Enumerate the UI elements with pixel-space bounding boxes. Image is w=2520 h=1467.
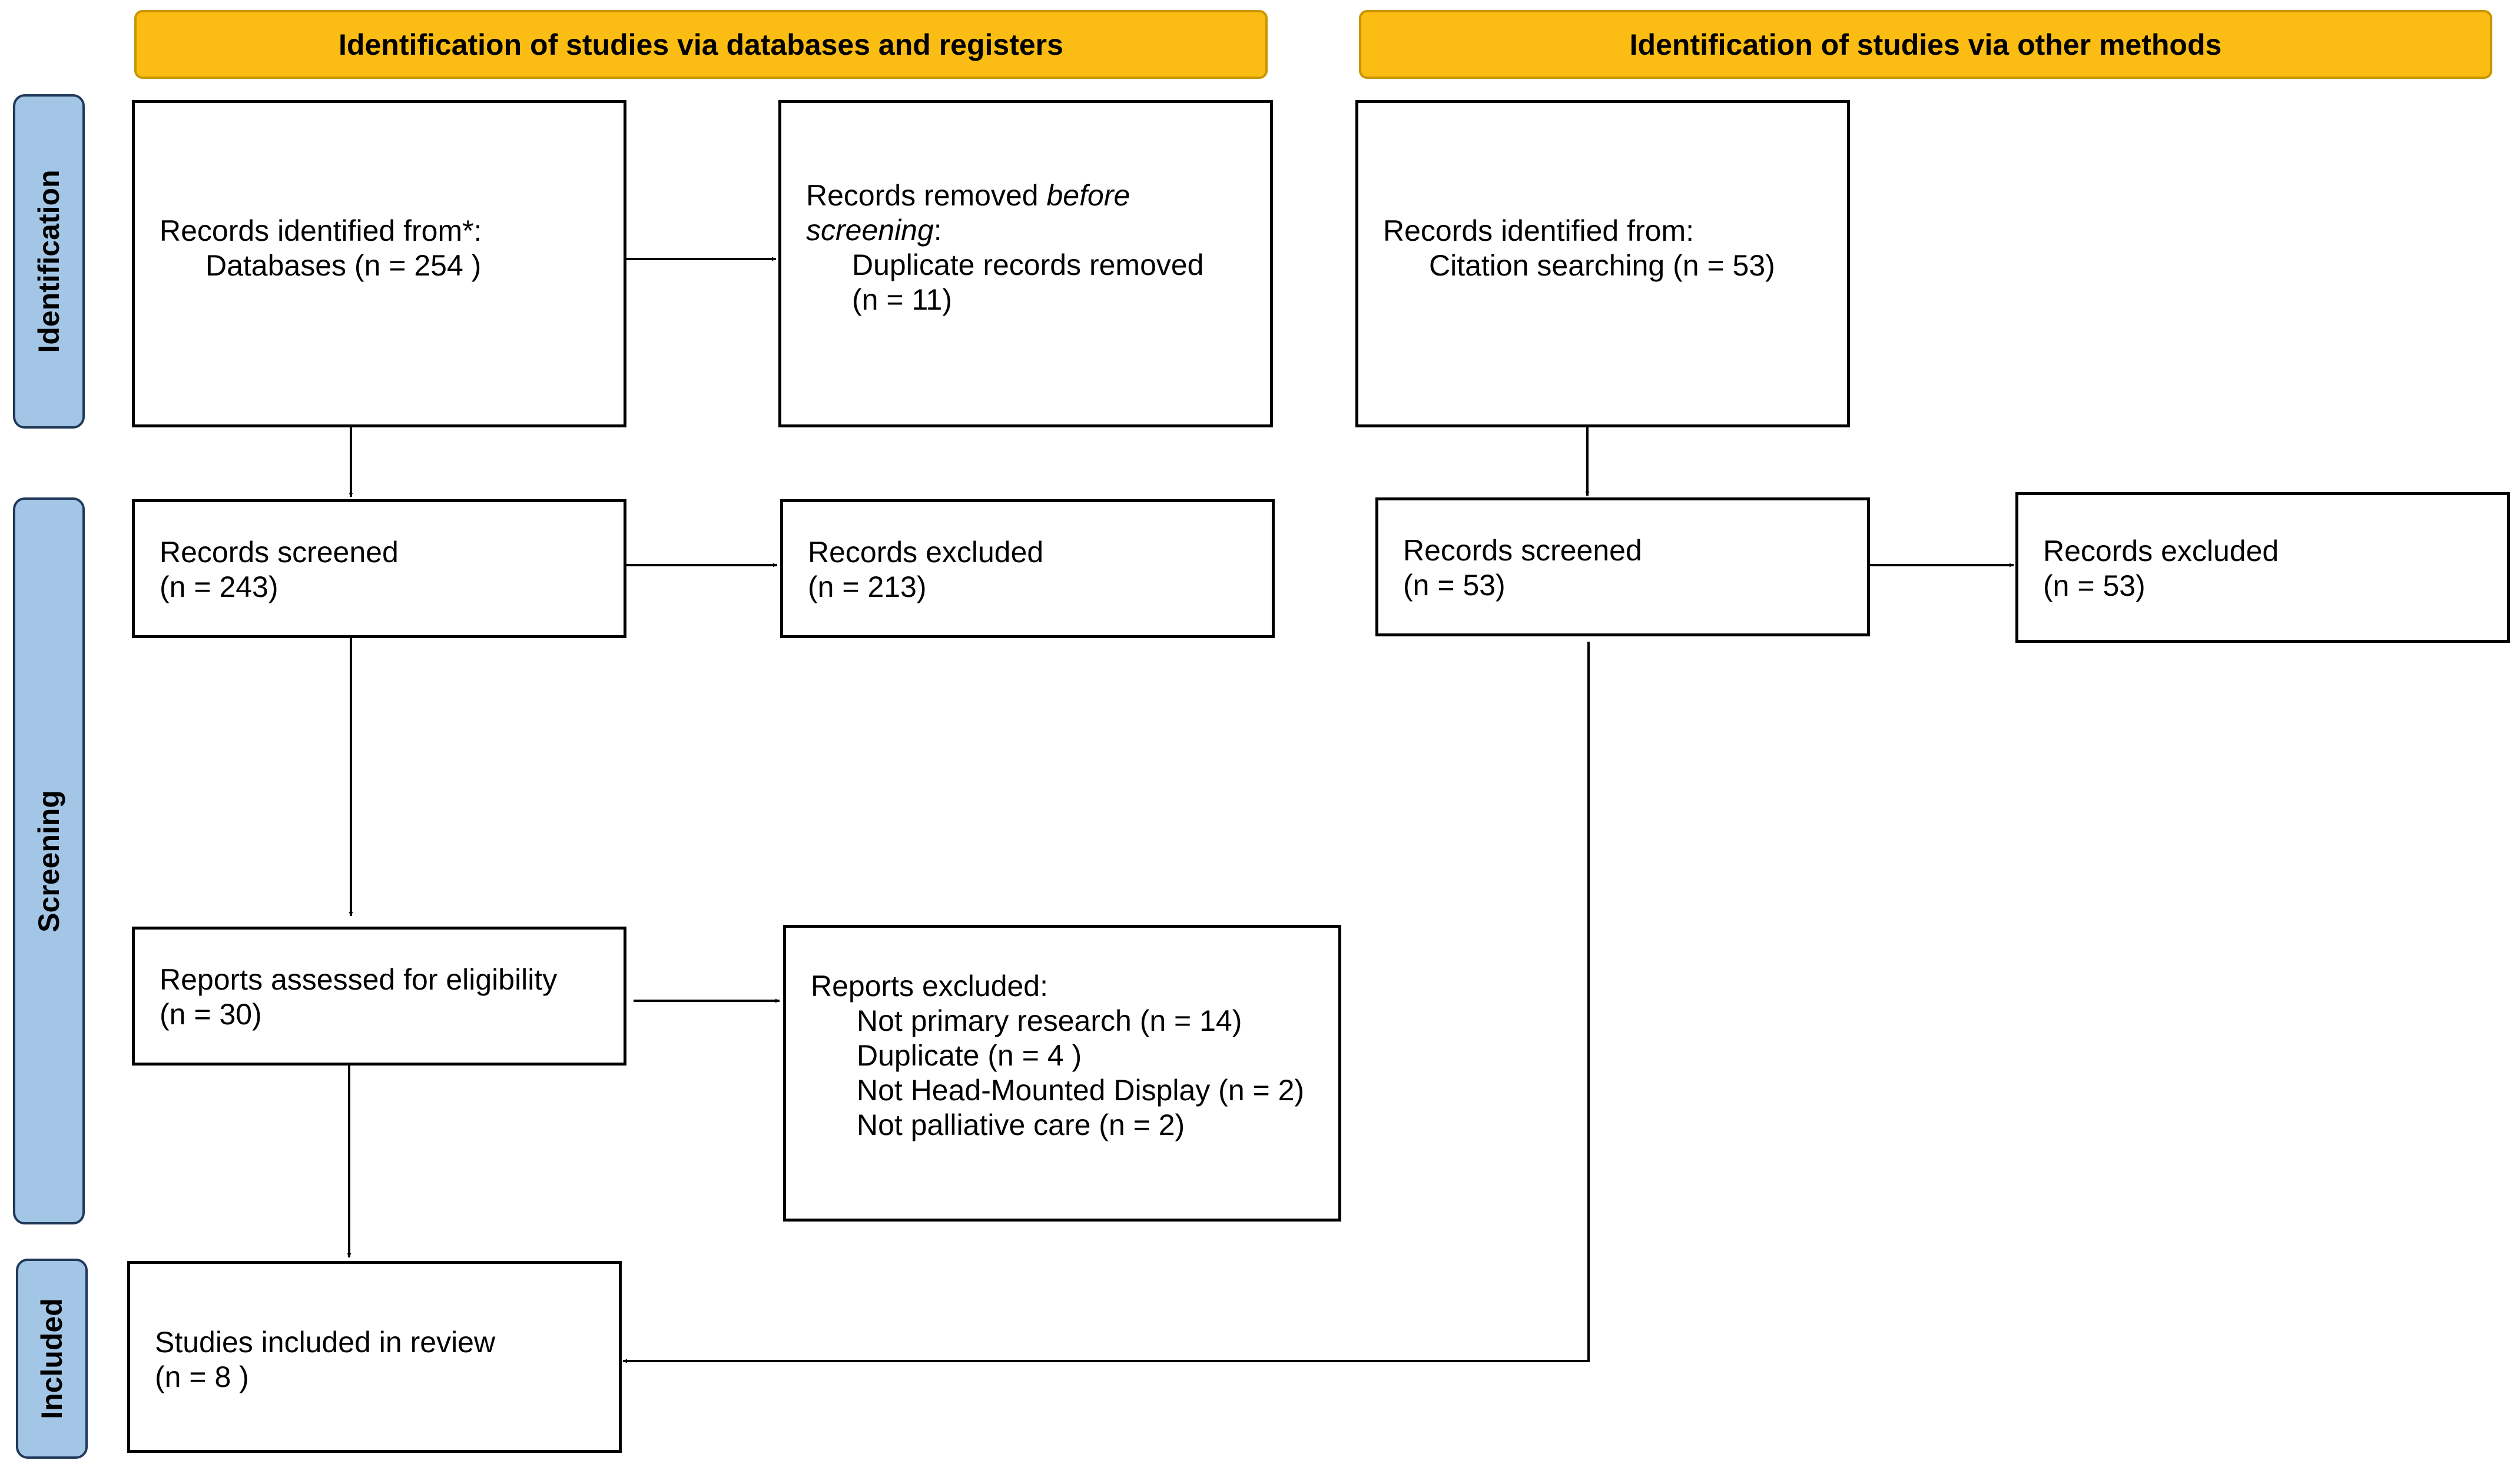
db-removed-title-colon: : [933, 214, 942, 247]
db-excluded-count: (n = 213) [808, 570, 927, 603]
db-identified-title: Records identified from*: [160, 214, 482, 247]
reason-duplicate: Duplicate (n = 4 ) [857, 1039, 1082, 1072]
db-assessed-count: (n = 30) [160, 998, 262, 1031]
db-screened-count: (n = 243) [160, 570, 278, 603]
db-assessed-title: Reports assessed for eligibility [160, 963, 558, 996]
other-records-screened-box: Records screened (n = 53) [1375, 497, 1870, 636]
db-removed-title-before: before [1046, 179, 1130, 212]
other-records-identified-box: Records identified from: Citation search… [1355, 100, 1850, 427]
reason-not-palliative-care: Not palliative care (n = 2) [857, 1108, 1185, 1141]
db-removed-title-a: Records removed [806, 179, 1047, 212]
studies-included-box: Studies included in review (n = 8 ) [127, 1261, 622, 1453]
phase-included: Included [16, 1259, 88, 1459]
other-excluded-count: (n = 53) [2043, 569, 2146, 602]
db-removed-title-line2: screening: [806, 213, 1270, 248]
other-screened-count: (n = 53) [1403, 569, 1506, 602]
arrow-other-screened-to-included [623, 642, 1590, 1363]
other-identified-title: Records identified from: [1383, 214, 1695, 247]
header-databases: Identification of studies via databases … [134, 10, 1268, 79]
header-other-methods: Identification of studies via other meth… [1359, 10, 2492, 79]
db-identified-databases: Databases (n = 254 ) [205, 249, 482, 282]
other-records-excluded-box: Records excluded (n = 53) [2015, 492, 2510, 643]
db-reports-excluded-title: Reports excluded: [811, 970, 1049, 1003]
db-screened-title: Records screened [160, 536, 399, 569]
db-records-screened-box: Records screened (n = 243) [132, 499, 626, 638]
other-excluded-title: Records excluded [2043, 535, 2279, 567]
db-reports-assessed-box: Reports assessed for eligibility (n = 30… [132, 927, 626, 1066]
included-title: Studies included in review [155, 1326, 496, 1359]
other-identified-citation: Citation searching (n = 53) [1429, 249, 1775, 282]
db-removed-duplicates: Duplicate records removed [852, 248, 1204, 281]
reason-not-hmd: Not Head-Mounted Display (n = 2) [857, 1074, 1305, 1107]
phase-identification: Identification [13, 94, 85, 429]
db-records-identified-box: Records identified from*: Databases (n =… [132, 100, 626, 427]
db-reports-excluded-box: Reports excluded: Not primary research (… [783, 925, 1341, 1222]
db-removed-title-screening: screening [806, 214, 934, 247]
db-records-removed-box: Records removed before screening: Duplic… [778, 100, 1273, 427]
db-records-excluded-box: Records excluded (n = 213) [780, 499, 1275, 638]
included-count: (n = 8 ) [155, 1360, 249, 1393]
db-excluded-title: Records excluded [808, 536, 1044, 569]
db-removed-title: Records removed before [806, 178, 1270, 213]
phase-screening: Screening [13, 497, 85, 1224]
reason-not-primary-research: Not primary research (n = 14) [857, 1004, 1242, 1037]
other-screened-title: Records screened [1403, 534, 1642, 567]
db-removed-count: (n = 11) [852, 283, 952, 316]
